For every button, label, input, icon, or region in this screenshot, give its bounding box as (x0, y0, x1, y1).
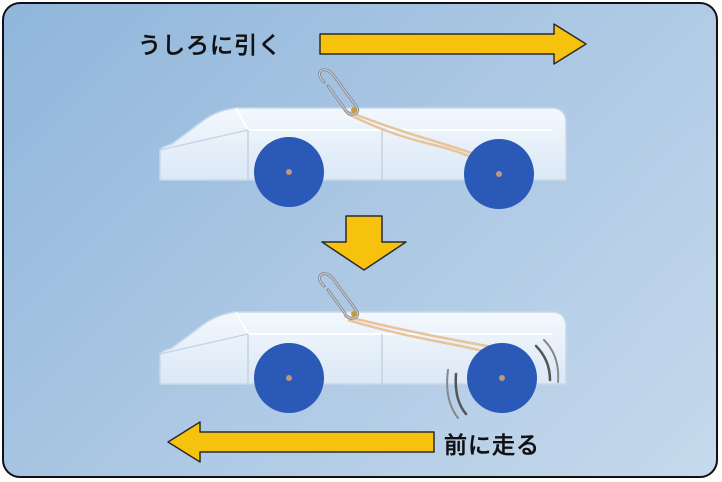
car-bottom (159, 272, 567, 419)
spin-motion-icon (446, 339, 560, 419)
wheel-icon (467, 343, 537, 413)
pull-back-label: うしろに引く (138, 33, 282, 59)
arrow-right-icon (319, 23, 587, 65)
paperclip-icon (317, 272, 360, 320)
diagram-canvas (159, 23, 587, 463)
arrow-left-icon (167, 421, 435, 463)
go-forward-label: 前に走る (444, 433, 540, 459)
wheel-icon (254, 137, 324, 207)
wheel-icon (254, 343, 324, 413)
arrow-down-icon (321, 215, 407, 271)
paperclip-icon (317, 68, 360, 116)
wheel-icon (464, 139, 534, 209)
diagram-panel: うしろに引く 前に走る (2, 2, 718, 478)
car-top (159, 68, 567, 209)
